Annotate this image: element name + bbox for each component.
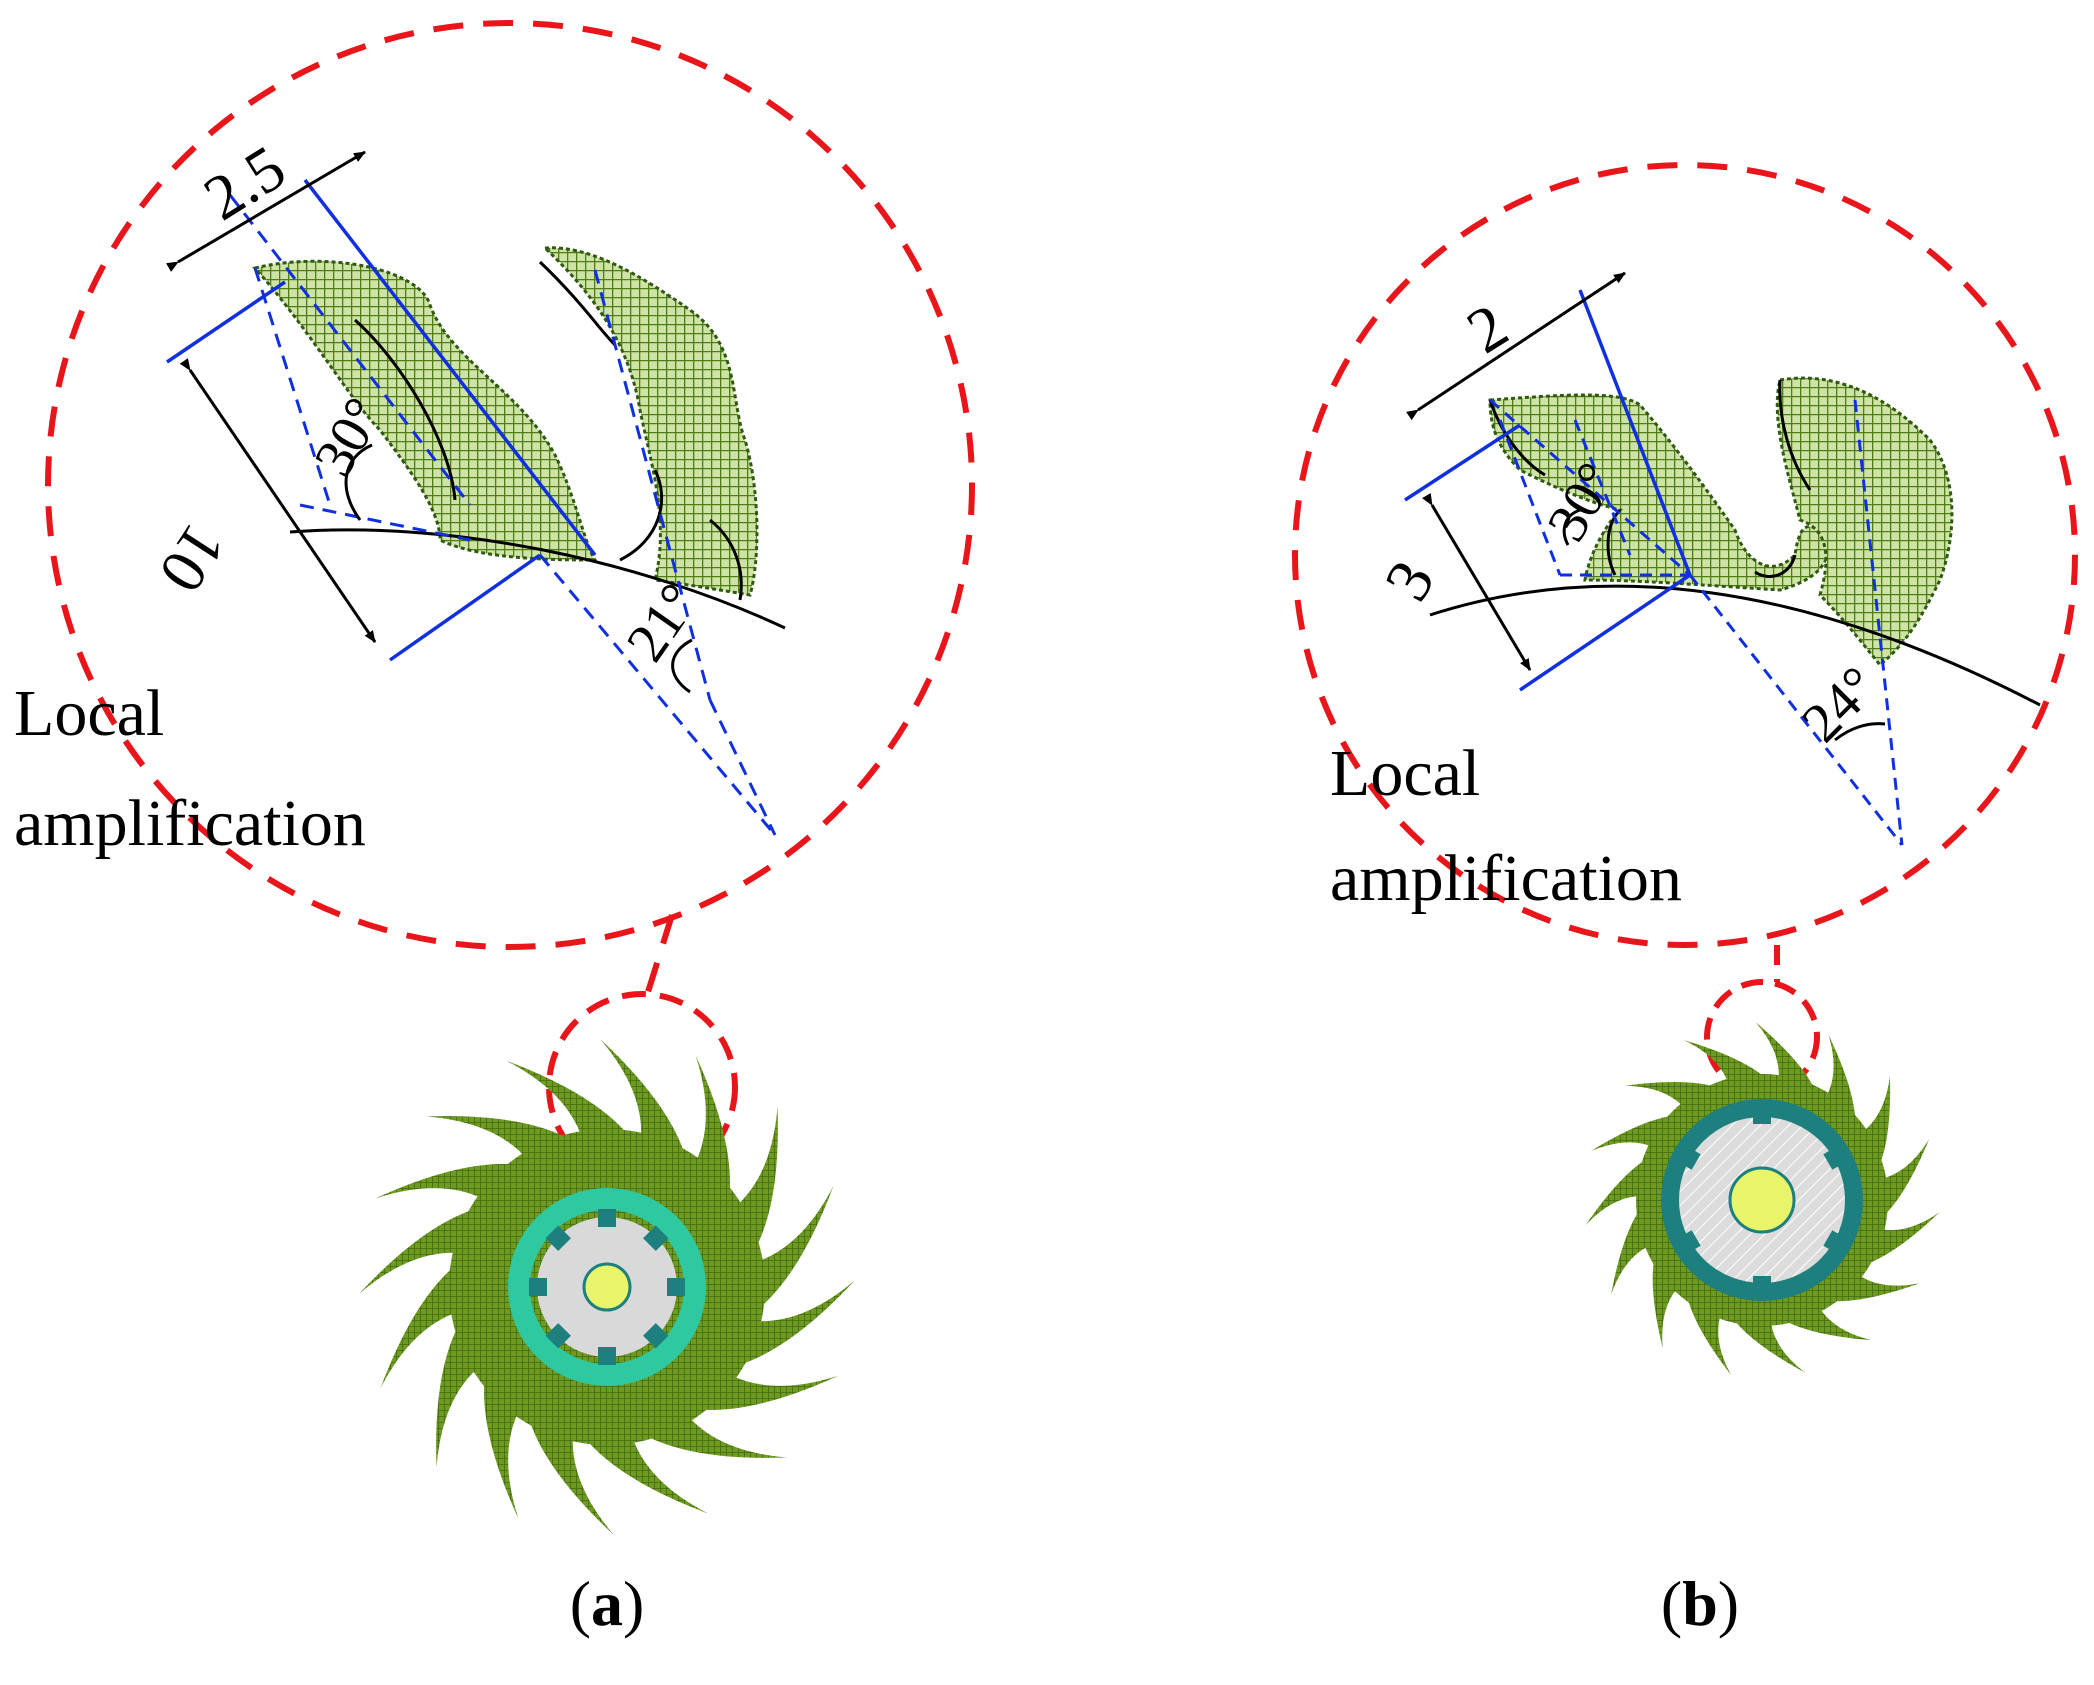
panel-a-label: (a): [570, 1568, 645, 1639]
panel-a-tooth: [734, 1106, 778, 1254]
panel-a-angle-tooth-label: 21°: [615, 573, 711, 673]
panel-b-tooth: [1652, 1251, 1681, 1348]
panel-b-tooth: [1686, 1290, 1732, 1376]
panel-a-callout-line1: Local: [14, 677, 164, 750]
panel-b-hub-notch: [1823, 1145, 1848, 1170]
panel-b-angle-tooth-label: 24°: [1790, 655, 1889, 754]
panel-b-tooth: [1590, 1115, 1681, 1152]
panel-b-dim-width-label: 2: [1455, 290, 1520, 367]
panel-a-hub-notch: [529, 1278, 547, 1296]
panel-a: 2.5 10 30° 21° Local amplification (a): [14, 20, 975, 1639]
panel-b-zoom-tooth-2: [1775, 376, 1954, 668]
panel-a-tooth: [359, 1207, 480, 1294]
panel-a-dim-width-label: 2.5: [192, 131, 297, 234]
panel-b-tooth: [1878, 1138, 1930, 1221]
panel-b: 2 3 30° 24° Local amplification (b): [1292, 162, 2078, 1639]
panel-a-dim-height-label: 10: [145, 512, 239, 604]
panel-a-tooth: [380, 1262, 460, 1389]
panel-a-tooth: [694, 1055, 731, 1200]
panel-b-tooth: [1859, 1076, 1891, 1172]
panel-b-tooth: [1729, 1313, 1806, 1373]
panel-b-hub-notch: [1823, 1230, 1848, 1255]
panel-a-tooth: [483, 1374, 520, 1519]
panel-b-hub: [1676, 1106, 1848, 1294]
panel-b-tooth: [1824, 1034, 1856, 1128]
panel-b-bore: [1728, 1166, 1796, 1234]
panel-b-tooth: [1755, 1022, 1818, 1096]
panel-b-tooth: [1778, 1304, 1872, 1341]
panel-a-tooth: [505, 1060, 632, 1140]
panel-b-tooth: [1859, 1212, 1940, 1267]
panel-a-dim-width-arrow: [165, 150, 366, 272]
panel-b-dim-height-arrow: [1422, 492, 1532, 671]
panel-a-tooth: [582, 1434, 709, 1514]
panel-b-tooth: [1824, 1272, 1920, 1302]
panel-a-outer-ring: [508, 1188, 706, 1386]
panel-a-saw-blade: [359, 1039, 855, 1535]
panel-b-tooth: [1585, 1155, 1653, 1225]
panel-a-tooth: [640, 1414, 788, 1458]
panel-b-dim-height-label: 3: [1371, 549, 1448, 612]
panel-a-tooth: [600, 1039, 687, 1160]
panel-a-bore: [582, 1262, 632, 1312]
panel-a-tooth: [375, 1163, 520, 1200]
panel-a-hub-notch: [598, 1347, 616, 1365]
panel-a-tooth: [436, 1320, 480, 1468]
panel-b-hub-notch: [1753, 1106, 1771, 1124]
panel-b-callout-line1: Local: [1330, 737, 1480, 810]
panel-b-label: (b): [1661, 1568, 1739, 1639]
panel-b-tooth: [1625, 1082, 1722, 1110]
panel-b-tooth: [1611, 1203, 1653, 1295]
panel-a-tooth: [527, 1414, 614, 1535]
panel-b-construction-dashed: [1489, 398, 1904, 846]
panel-a-tooth: [694, 1374, 839, 1411]
panel-b-hub-notch: [1676, 1145, 1701, 1170]
panel-b-hub-notch: [1676, 1230, 1701, 1255]
panel-a-dim-height-arrow: [179, 358, 377, 643]
panel-b-callout-line2: amplification: [1330, 842, 1682, 915]
panel-a-zoom-tooth-2: [541, 246, 759, 597]
panel-a-tooth: [754, 1185, 834, 1312]
panel-a-callout-connector: [645, 914, 675, 993]
panel-a-callout-line2: amplification: [14, 787, 366, 860]
panel-a-hub-notch: [667, 1278, 685, 1296]
panel-b-tooth: [1683, 1040, 1771, 1087]
panel-b-hub-notch: [1753, 1276, 1771, 1294]
panel-a-tooth: [426, 1116, 574, 1160]
panel-b-zoom-circle: [1292, 162, 2078, 948]
panel-a-hub-notch: [598, 1209, 616, 1227]
panel-a-tooth: [734, 1280, 855, 1367]
panel-b-dim-width-arrow: [1406, 271, 1626, 421]
panel-a-zoom-circle: [45, 20, 975, 950]
panel-a-source-circle: [546, 991, 738, 1183]
